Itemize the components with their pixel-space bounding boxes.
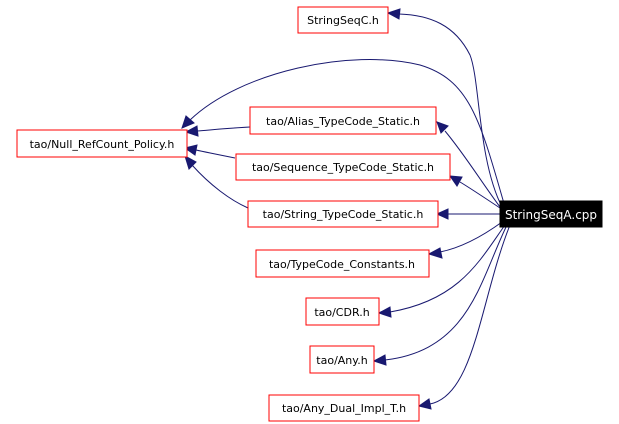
arrow-constants bbox=[427, 247, 443, 259]
edge-root-to-cdr bbox=[389, 224, 506, 313]
node-alias-typecode-static[interactable]: tao/Alias_TypeCode_Static.h bbox=[249, 106, 437, 135]
node-label: tao/String_TypeCode_Static.h bbox=[263, 208, 424, 221]
edge-root-to-any bbox=[384, 224, 508, 361]
node-cdr[interactable]: tao/CDR.h bbox=[305, 297, 380, 326]
node-null-refcount-policy[interactable]: tao/Null_RefCount_Policy.h bbox=[16, 129, 188, 158]
node-label: tao/Alias_TypeCode_Static.h bbox=[266, 115, 420, 128]
arrow-sequence bbox=[448, 175, 463, 187]
edge-root-to-constants bbox=[439, 221, 503, 253]
arrow-string-nullref bbox=[184, 154, 197, 170]
node-label: tao/Any.h bbox=[316, 354, 367, 367]
node-label: tao/CDR.h bbox=[314, 306, 369, 319]
node-typecode-constants[interactable]: tao/TypeCode_Constants.h bbox=[255, 249, 430, 278]
node-label: tao/Any_Dual_Impl_T.h bbox=[282, 402, 406, 415]
edge-root-to-alias bbox=[444, 130, 501, 208]
node-any-dual-impl-t[interactable]: tao/Any_Dual_Impl_T.h bbox=[268, 394, 420, 422]
root-node-label: StringSeqA.cpp bbox=[505, 208, 597, 222]
nodes: StringSeqC.h tao/Alias_TypeCode_Static.h… bbox=[16, 6, 603, 422]
node-string-typecode-static[interactable]: tao/String_TypeCode_Static.h bbox=[247, 200, 439, 228]
edge-alias-to-nullref bbox=[196, 126, 251, 132]
edge-root-to-nullref bbox=[189, 59, 506, 208]
node-label: tao/TypeCode_Constants.h bbox=[269, 258, 415, 271]
arrow-nullref-top bbox=[181, 115, 195, 129]
edges bbox=[181, 8, 511, 410]
arrow-alias bbox=[436, 121, 449, 134]
edge-sequence-to-nullref bbox=[195, 149, 236, 159]
node-sequence-typecode-static[interactable]: tao/Sequence_TypeCode_Static.h bbox=[235, 153, 451, 181]
edge-string-to-nullref bbox=[191, 164, 249, 209]
edge-root-to-stringseqc bbox=[398, 13, 503, 208]
arrow-string bbox=[435, 208, 449, 220]
node-label: tao/Null_RefCount_Policy.h bbox=[30, 138, 175, 151]
arrow-sequence-nullref bbox=[183, 144, 198, 156]
arrow-any bbox=[372, 354, 387, 366]
node-label: tao/Sequence_TypeCode_Static.h bbox=[252, 161, 434, 174]
node-label: StringSeqC.h bbox=[307, 14, 379, 27]
node-root-stringseqa-cpp[interactable]: StringSeqA.cpp bbox=[499, 200, 603, 228]
node-stringseqc[interactable]: StringSeqC.h bbox=[297, 6, 389, 34]
arrow-alias-nullref bbox=[184, 125, 199, 137]
node-any[interactable]: tao/Any.h bbox=[309, 345, 375, 374]
arrow-anydual bbox=[417, 398, 432, 410]
edge-root-to-sequence bbox=[459, 181, 501, 209]
edge-root-to-anydual bbox=[429, 224, 511, 405]
arrow-cdr bbox=[377, 306, 392, 318]
arrow-stringseqc bbox=[386, 8, 401, 20]
